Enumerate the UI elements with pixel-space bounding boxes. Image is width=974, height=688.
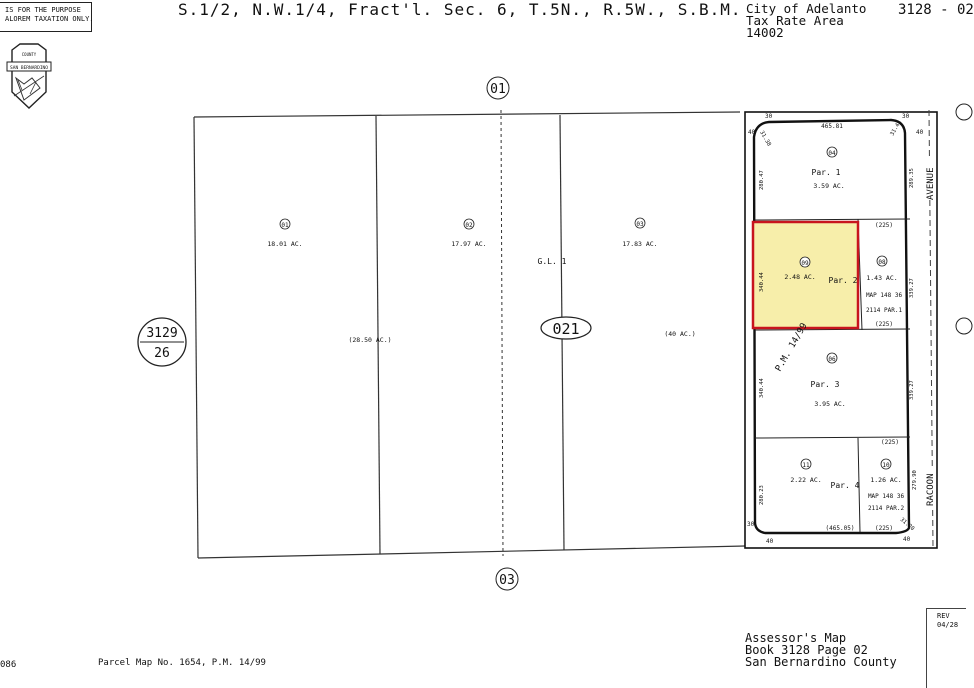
dim-30-b: 30 [902,113,910,120]
center-block-oval [540,316,592,340]
parcel-10-map-par: 2114 PAR.2 [868,505,905,512]
parcel-08-map-par: 2114 PAR.1 [866,307,903,314]
parcel-04-acres: 3.59 AC. [813,182,844,190]
parcel-06-acres: 3.95 AC. [814,400,845,408]
highlighted-parcel-09 [751,220,860,330]
parcel-09-acres: 2.48 AC. [784,273,815,281]
street-name-avenue: AVENUE [926,167,936,200]
parcel-01-acres: 18.01 AC. [267,240,302,248]
disclaimer-box: IS FOR THE PURPOSE ALOREM TAXATION ONLY. [0,2,94,32]
block-top-label: 01 [490,82,506,97]
parcel-map: COUNTY SAN BERNARDINO 01 03 3129 26 021 … [6,43,973,591]
dim-left-4: 280.23 [759,485,765,505]
parcel-map-block-border [744,111,938,549]
dim-40-c: 40 [766,538,774,545]
dim-40-b: 40 [916,129,924,136]
parcel-02-number: 02 [465,222,473,229]
parcel-04-par: Par. 1 [812,168,841,177]
dim-225-b: (225) [875,321,893,328]
map-section-title: S.1/2, N.W.1/4, Fract'l. Sec. 6, T.5N., … [178,0,742,19]
revision-label: REV [937,612,950,620]
block-bottom-circle [495,567,519,591]
city-name: City of Adelanto [746,1,867,16]
parcel-09-number: 09 [801,260,809,267]
parcel-06-par: Par. 3 [811,380,840,389]
assessor-block: Assessor's Map Book 3128 Page 02 San Ber… [745,632,897,668]
dim-30-c: 30 [747,521,755,528]
gross-acres-left: (28.50 AC.) [348,336,391,344]
tax-rate-area-number: 14002 [746,25,784,40]
parcel-03-number: 03 [636,221,644,228]
revision-date: 04/28 [937,621,959,629]
parcel-10-number: 10 [882,462,890,469]
dim-225-d: (225) [875,525,893,532]
dim-left-2: 340.44 [759,271,765,292]
dim-225-a: (225) [875,222,893,229]
assessor-title: Assessor's Map [745,631,847,645]
tax-rate-area-label: Tax Rate Area [746,13,844,28]
dim-40-d: 40 [903,536,911,543]
dim-30-a: 30 [765,113,773,120]
parcel-map-reference: Parcel Map No. 1654, P.M. 14/99 [98,658,266,668]
page-reference: 3128 - 02 [898,2,974,18]
dim-225-c: (225) [881,439,899,446]
parcel-01-number: 01 [281,222,289,229]
dim-curve-tr: 31.42 [890,120,903,137]
seal-top-text: COUNTY [22,52,37,57]
county-name: San Bernardino County [745,655,897,669]
govt-lot-label: G.L. 1 [538,257,567,266]
street-name-racoon: RACOON [926,473,936,506]
dim-top: 465.81 [821,123,843,130]
dim-right-2: 339.27 [909,278,915,298]
book-ref-top: 3129 [146,326,177,341]
parcel-08-map-ref: MAP 148 36 [866,292,903,299]
county-seal-icon [6,43,52,109]
govt-lot-line [500,109,504,557]
dim-right-4: 279.90 [912,470,918,490]
parcel-08-acres: 1.43 AC. [866,274,897,282]
disclaimer-line-2: ALOREM TAXATION ONLY. [5,15,94,23]
block-bottom-label: 03 [499,573,515,588]
parcel-08-number: 08 [878,259,886,266]
dim-40-a: 40 [748,129,756,136]
book-page: Book 3128 Page 02 [745,643,868,657]
parcel-11-acres: 2.22 AC. [790,476,821,484]
gross-acres-right: (40 AC.) [664,330,695,338]
parcel-04-number: 04 [828,150,836,157]
parcel-02-acres: 17.97 AC. [451,240,486,248]
center-block-label: 021 [552,320,579,338]
dim-left-3: 340.44 [759,377,765,398]
book-ref-bottom: 26 [154,346,170,361]
parcel-11-number: 11 [802,462,810,469]
parcel-10-map-ref: MAP 148 36 [868,493,905,500]
parcel-map-boundary [752,118,911,535]
left-boundary [193,111,746,559]
revision-box: REV 04/28 [926,608,966,688]
footer-edge-code: 086 [0,660,17,670]
block-top-circle [486,76,510,100]
dim-left-1: 280.47 [759,170,765,190]
parcel-06-number: 06 [828,356,836,363]
disclaimer-line-1: IS FOR THE PURPOSE [5,6,81,14]
dim-right-3: 339.27 [909,380,915,400]
dim-bottom: (465.05) [826,525,855,532]
parcel-03-acres: 17.83 AC. [622,240,657,248]
dim-curve-tl: 31.38 [758,130,771,147]
city-block: City of Adelanto Tax Rate Area 14002 [746,1,867,40]
parcel-10-acres: 1.26 AC. [870,476,901,484]
parcel-10-par: Par. 4 [831,481,860,490]
dim-right-1: 289.35 [909,168,915,188]
seal-band-text: SAN BERNARDINO [10,65,48,71]
parcel-09-par: Par. 2 [829,276,858,285]
